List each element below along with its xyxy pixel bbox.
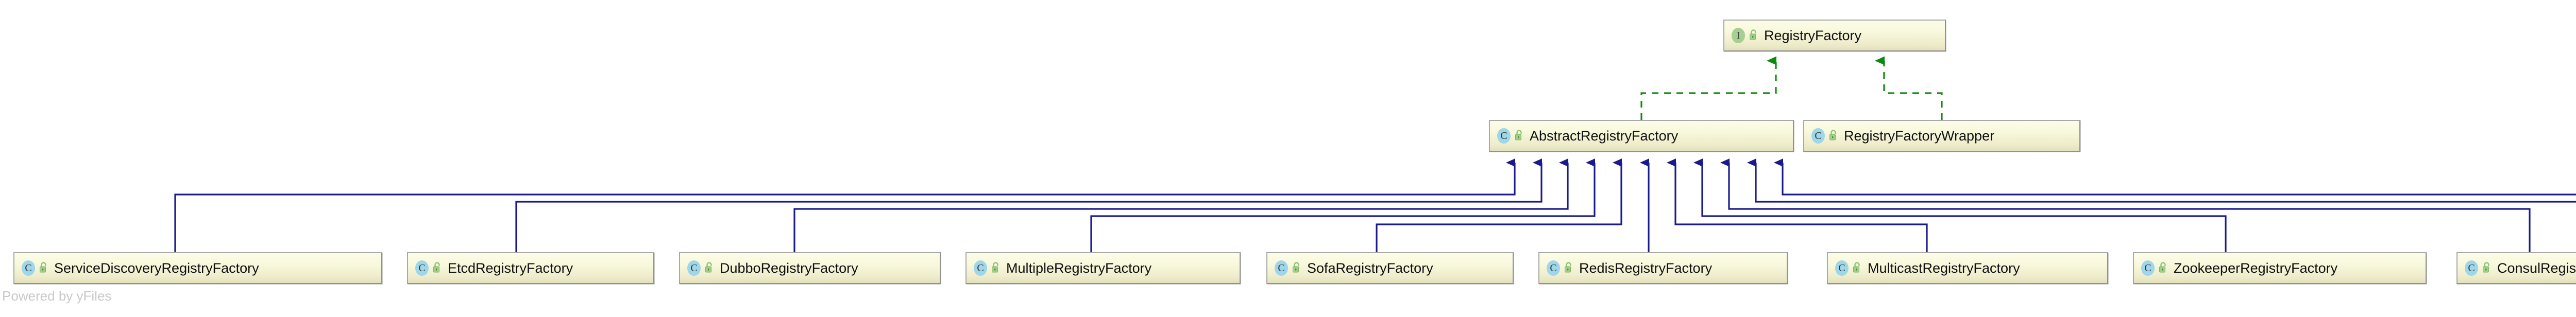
- class-badge-icon: C: [1835, 260, 1849, 276]
- uml-node-registryfactorywrapper[interactable]: C RegistryFactoryWrapper: [1803, 120, 2080, 152]
- uml-node-label: RedisRegistryFactory: [1579, 260, 1713, 276]
- unlocked-lock-icon: [991, 262, 1001, 273]
- uml-node-registryfactory[interactable]: I RegistryFactory: [1723, 20, 1946, 51]
- class-badge-icon: C: [2141, 260, 2155, 276]
- unlocked-lock-icon: [1514, 130, 1524, 141]
- unlocked-lock-icon: [2482, 262, 2492, 273]
- unlocked-lock-icon: [1564, 262, 1573, 273]
- inherit-nacosregistryfactory: [1774, 158, 2576, 196]
- uml-node-label: AbstractRegistryFactory: [1530, 128, 1679, 144]
- uml-node-label: ConsulRegistryFactory: [2497, 260, 2576, 276]
- unlocked-lock-icon: [1852, 262, 1862, 273]
- inherit-servicediscoveryregistryfactory: [174, 158, 1516, 252]
- uml-node-label: ZookeeperRegistryFactory: [2174, 260, 2338, 276]
- unlocked-lock-icon: [1292, 262, 1301, 273]
- inherit-etcdregistryfactory: [515, 158, 1543, 252]
- uml-node-etcdregistryfactory[interactable]: C EtcdRegistryFactory: [407, 252, 654, 284]
- uml-node-label: EtcdRegistryFactory: [448, 260, 573, 276]
- uml-node-consulregistryfactory[interactable]: C ConsulRegistryFactory: [2456, 252, 2576, 284]
- uml-node-abstractregistryfactory[interactable]: C AbstractRegistryFactory: [1489, 120, 1794, 152]
- class-badge-icon: C: [974, 260, 987, 276]
- inherit-consulregistryfactory: [1720, 158, 2531, 252]
- inheritance-edges: [174, 158, 2576, 252]
- unlocked-lock-icon: [704, 262, 714, 273]
- uml-node-sofaregistryfactory[interactable]: C SofaRegistryFactory: [1266, 252, 1514, 284]
- unlocked-lock-icon: [1828, 130, 1838, 141]
- yfiles-attribution: Powered by yFiles: [2, 288, 112, 304]
- uml-node-redisregistryfactory[interactable]: C RedisRegistryFactory: [1538, 252, 1788, 284]
- uml-node-label: RegistryFactoryWrapper: [1844, 128, 1995, 144]
- class-badge-icon: C: [1497, 128, 1511, 144]
- uml-node-dubboregistryfactory[interactable]: C DubboRegistryFactory: [679, 252, 941, 284]
- uml-node-label: MulticastRegistryFactory: [1868, 260, 2020, 276]
- class-badge-icon: C: [2465, 260, 2478, 276]
- inherit-zookeeperregistryfactory: [1693, 158, 2227, 252]
- uml-node-label: SofaRegistryFactory: [1307, 260, 1433, 276]
- unlocked-lock-icon: [2158, 262, 2168, 273]
- interface-badge-icon: I: [1732, 28, 1745, 43]
- uml-node-label: MultipleRegistryFactory: [1006, 260, 1152, 276]
- realization-registryfactorywrapper: [1875, 56, 1943, 120]
- class-badge-icon: C: [22, 260, 35, 276]
- class-badge-icon: C: [415, 260, 429, 276]
- uml-node-servicediscoveryregistryfactory[interactable]: C ServiceDiscoveryRegistryFactory: [13, 252, 382, 284]
- class-badge-icon: C: [1547, 260, 1560, 276]
- realization-edges: [1640, 56, 1943, 120]
- inherit-abstractregistryfactory-deprecated: [1747, 158, 2576, 203]
- unlocked-lock-icon: [1749, 29, 1758, 41]
- class-badge-icon: C: [1811, 128, 1825, 144]
- inherit-sofaregistryfactory: [1376, 158, 1622, 252]
- unlocked-lock-icon: [432, 262, 442, 273]
- class-badge-icon: C: [1275, 260, 1288, 276]
- inherit-multicastregistryfactory: [1667, 158, 1928, 252]
- inherit-dubboregistryfactory: [793, 158, 1569, 252]
- uml-node-label: RegistryFactory: [1764, 27, 1862, 43]
- uml-node-multipleregistryfactory[interactable]: C MultipleRegistryFactory: [965, 252, 1241, 284]
- unlocked-lock-icon: [39, 262, 48, 273]
- inherit-multipleregistryfactory: [1090, 158, 1596, 252]
- uml-node-zookeeperregistryfactory[interactable]: C ZookeeperRegistryFactory: [2133, 252, 2427, 284]
- uml-node-label: ServiceDiscoveryRegistryFactory: [54, 260, 259, 276]
- class-badge-icon: C: [687, 260, 701, 276]
- realization-abstractregistryfactory: [1640, 56, 1777, 120]
- uml-node-multicastregistryfactory[interactable]: C MulticastRegistryFactory: [1827, 252, 2108, 284]
- uml-node-label: DubboRegistryFactory: [720, 260, 858, 276]
